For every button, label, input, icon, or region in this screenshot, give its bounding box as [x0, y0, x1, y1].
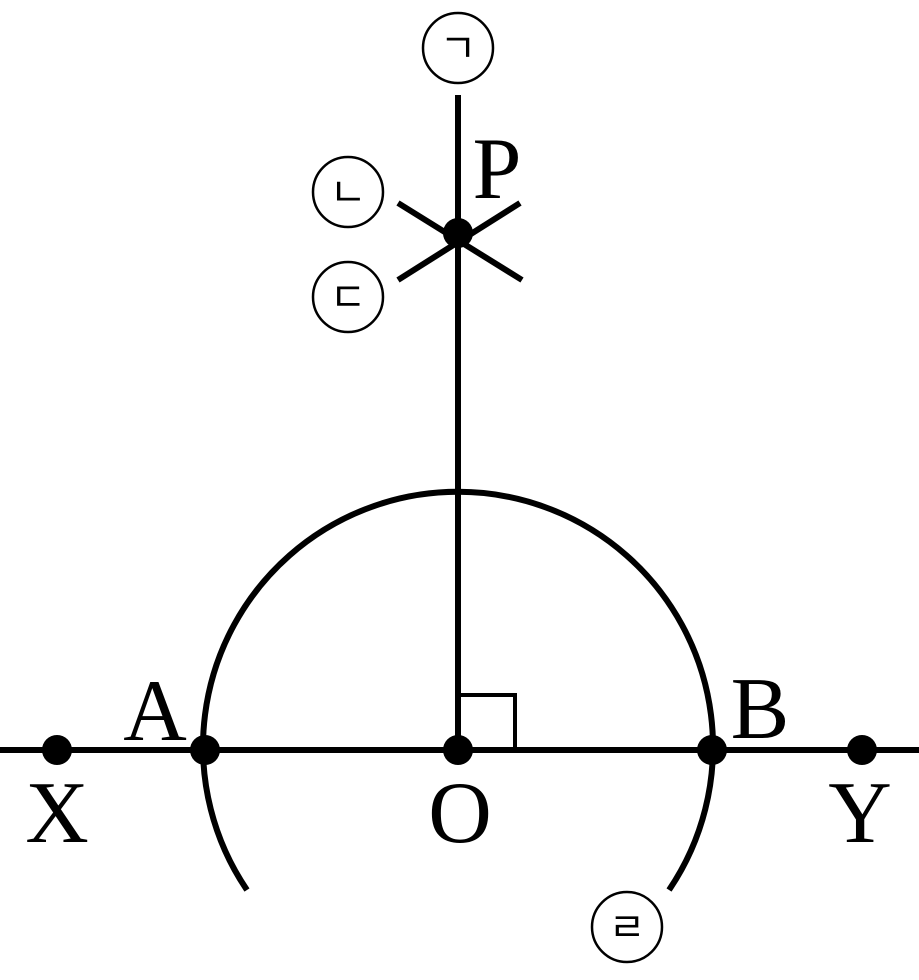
point-p: [443, 218, 473, 248]
step-label-1: ㄱ: [440, 26, 477, 72]
step-marker-1: ㄱ: [421, 11, 495, 85]
point-y: [847, 735, 877, 765]
step-label-2: ㄴ: [330, 170, 367, 216]
label-y: Y: [828, 765, 892, 862]
step-marker-4: ㄹ: [590, 890, 664, 964]
point-a: [190, 735, 220, 765]
step-label-3: ㄷ: [330, 275, 367, 321]
step-marker-3: ㄷ: [311, 260, 385, 334]
point-b: [697, 735, 727, 765]
arc-center-o: [200, 488, 716, 892]
label-b: B: [731, 661, 790, 758]
label-a: A: [123, 663, 187, 760]
point-o: [443, 735, 473, 765]
label-x: X: [25, 765, 89, 862]
step-label-4: ㄹ: [609, 905, 646, 951]
point-x: [42, 735, 72, 765]
label-o: O: [428, 765, 492, 862]
right-angle-mark: [458, 693, 517, 750]
label-p: P: [473, 121, 522, 218]
step-marker-2: ㄴ: [311, 155, 385, 229]
